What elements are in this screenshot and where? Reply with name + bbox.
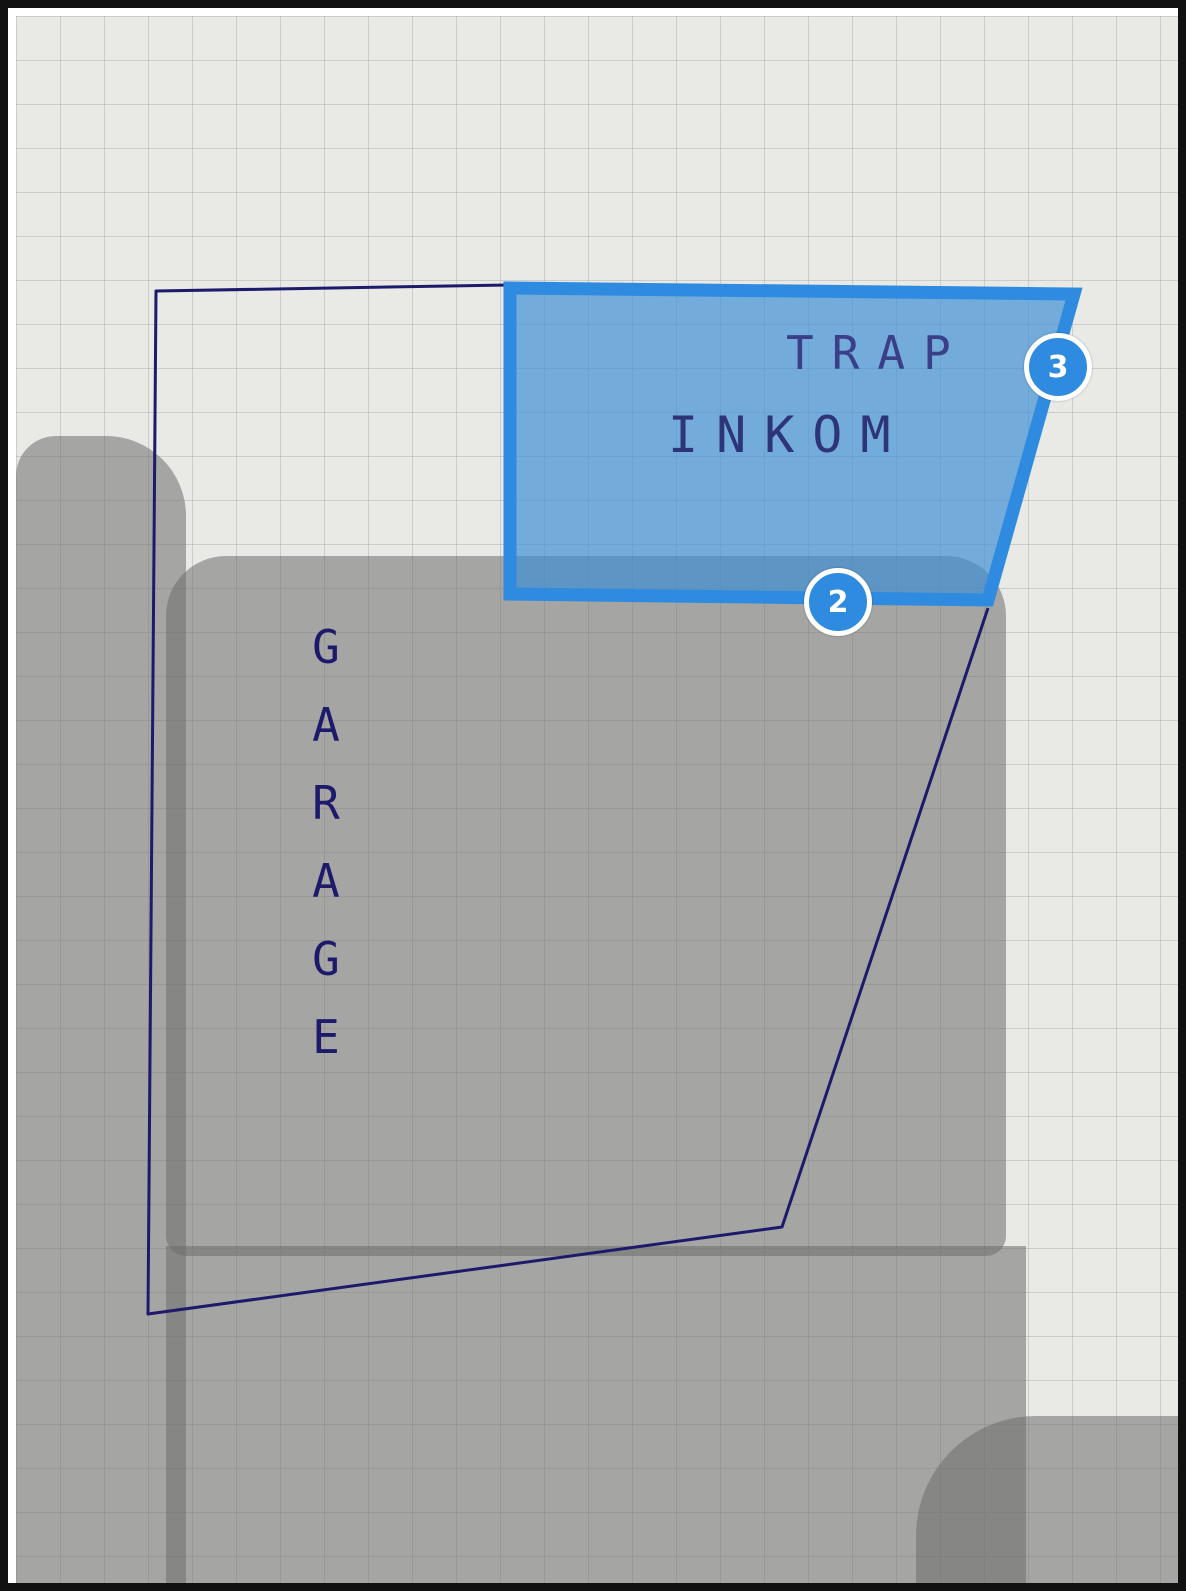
selected-region[interactable] [503, 281, 1083, 607]
hand-shadow-palm [166, 556, 1006, 1256]
floorplan-outline [146, 283, 990, 1316]
hand-shadow-right [916, 1416, 1178, 1583]
sketch-canvas [146, 281, 1083, 1316]
label-trap: TRAP [786, 326, 969, 380]
garage-letter: E [312, 1010, 340, 1064]
garage-letter: A [312, 854, 340, 908]
label-inkom: INKOM [668, 406, 909, 464]
garage-letter: G [312, 932, 340, 986]
garage-letter: R [312, 776, 340, 830]
grid-paper-background [16, 16, 1178, 1583]
garage-letter: A [312, 698, 340, 752]
hand-shadow-upper [16, 436, 186, 1583]
garage-letter: G [312, 620, 340, 674]
hand-shadow-lower [166, 1246, 1026, 1583]
edge-handle-2[interactable]: 2 [804, 568, 872, 636]
label-garage-vertical: G A R A G E [296, 608, 356, 1076]
edge-handle-3[interactable]: 3 [1024, 333, 1092, 401]
